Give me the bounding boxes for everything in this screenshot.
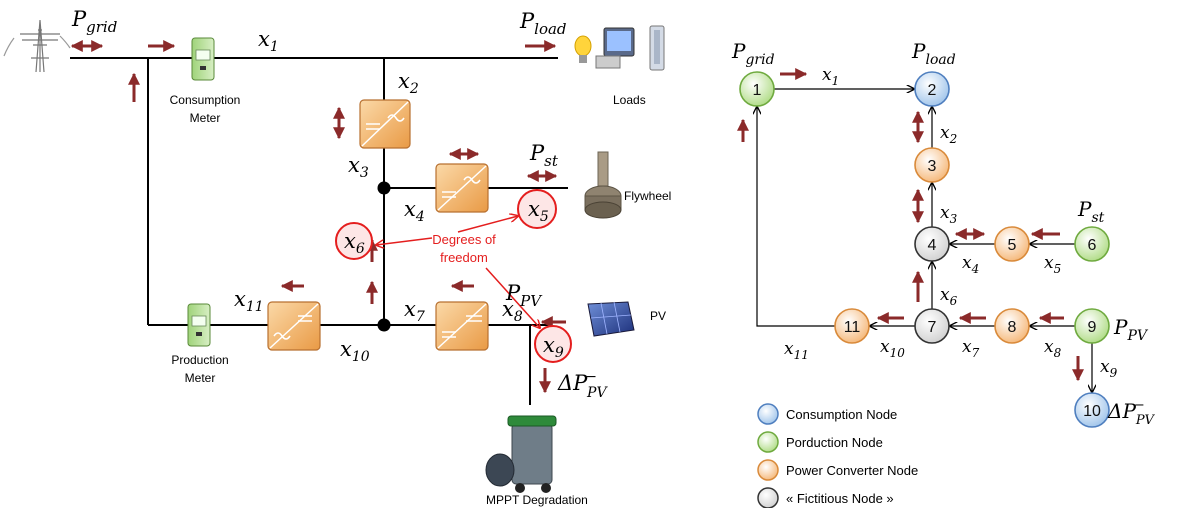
flow-label-x1: x1: [258, 27, 279, 55]
left-circuit-diagram: Pgrid Pload Pst PPV ΔP−PV x1 x2 x3 x4 x5 x6 x7…: [3, 7, 671, 507]
consumption-meter-icon: [191, 37, 215, 81]
p-st-label: Pst: [529, 141, 559, 170]
legend-item-consumption: Consumption Node: [757, 403, 897, 425]
graph-nodes: 1 2 3 4 5 6 7 8 9 10 11: [739, 71, 1110, 428]
edge-11-1: [757, 106, 835, 327]
pv-panel-icon: [587, 301, 635, 337]
flow-arrows-left: [70, 40, 566, 394]
graph-node-10: 10: [1074, 392, 1110, 428]
legend-swatch: [757, 431, 779, 453]
legend-label: Power Converter Node: [786, 463, 918, 478]
graph-node-label: 2: [928, 82, 937, 99]
legend-item-fictitious: « Fictitious Node »: [757, 487, 894, 508]
flow-variable-labels: x1 x2 x3 x4 x5 x6 x7 x8 x9 x10 x11: [234, 27, 564, 365]
graph-flow-label-x1: x1: [822, 65, 839, 88]
flow-label-x7: x7: [404, 297, 425, 325]
flow-label-x2: x2: [398, 69, 419, 97]
converter-box-x10: [267, 301, 321, 351]
graph-node-1: 1: [739, 71, 775, 107]
graph-node-4: 4: [914, 226, 950, 262]
graph-flow-label-x10: x10: [880, 337, 905, 360]
graph-node-11: 11: [834, 308, 870, 344]
p-pv-label: PPV: [505, 281, 543, 310]
waste-bin-icon: [485, 415, 557, 493]
flywheel-label: Flywheel: [624, 189, 671, 203]
flow-label-x3: x3: [348, 153, 369, 181]
legend-label: « Fictitious Node »: [786, 491, 894, 506]
node-delta-p-pv-label: ΔP−PV: [1107, 398, 1156, 428]
production-meter-icon: [187, 303, 211, 347]
graph-flow-label-x6: x6: [940, 285, 958, 308]
flow-label-x9: x9: [543, 333, 564, 361]
loads-icon: [574, 25, 665, 71]
legend-label: Consumption Node: [786, 407, 897, 422]
flow-label-x6: x6: [344, 229, 365, 257]
flow-label-x8: x8: [502, 297, 523, 325]
mppt-degradation-label: MPPT Degradation: [486, 493, 588, 507]
node-p-pv-label: PPV: [1113, 315, 1149, 344]
node-p-grid-label: Pgrid: [731, 39, 775, 68]
graph-node-6: 6: [1074, 226, 1110, 262]
legend-label: Porduction Node: [786, 435, 883, 450]
legend-swatch: [757, 403, 779, 425]
graph-node-7: 7: [914, 308, 950, 344]
graph-node-label: 4: [928, 237, 937, 254]
converter-box-storage: [435, 163, 489, 213]
graph-flow-label-x2: x2: [940, 123, 957, 146]
graph-node-9: 9: [1074, 308, 1110, 344]
flow-label-x5: x5: [528, 197, 549, 225]
flow-label-x4: x4: [404, 197, 425, 225]
graph-edges: [757, 89, 1092, 393]
graph-node-label: 11: [844, 319, 861, 336]
graph-flow-label-x7: x7: [962, 337, 980, 360]
legend-swatch: [757, 459, 779, 481]
graph-node-label: 8: [1008, 319, 1017, 336]
converter-box-x2: [359, 99, 411, 149]
graph-node-label: 5: [1008, 237, 1017, 254]
delta-p-pv-label: ΔP−PV: [557, 369, 608, 401]
pv-label: PV: [650, 309, 666, 323]
flow-arrows-right: [737, 68, 1084, 382]
graph-flow-label-x5: x5: [1044, 253, 1061, 276]
graph-flow-label-x8: x8: [1044, 337, 1062, 360]
flow-label-x10: x10: [340, 337, 370, 365]
flywheel-icon: [584, 151, 622, 219]
graph-flow-labels: x1 x2 x3 x4 x5 x6 x7 x8 x9 x10 x11: [784, 65, 1118, 380]
loads-label: Loads: [613, 93, 646, 107]
junction-dot: [377, 318, 391, 332]
graph-flow-label-x9: x9: [1100, 357, 1118, 380]
graph-node-label: 9: [1088, 319, 1097, 336]
graph-flow-label-x4: x4: [962, 253, 979, 276]
graph-node-label: 10: [1083, 403, 1101, 420]
node-p-load-label: Pload: [911, 39, 956, 68]
graph-node-2: 2: [914, 71, 950, 107]
right-graph-diagram: 1 2 3 4 5 6 7 8 9 10 11 x1 x2 x3 x4 x5 x6 x7 x8 x9 x10 x11 P…: [731, 39, 1156, 508]
flow-label-x11: x11: [234, 287, 264, 315]
power-pylon-icon: [3, 19, 71, 73]
legend-item-converter: Power Converter Node: [757, 459, 918, 481]
graph-node-label: 7: [928, 319, 937, 336]
graph-node-5: 5: [994, 226, 1030, 262]
graph-node-label: 1: [753, 82, 762, 99]
graph-node-8: 8: [994, 308, 1030, 344]
node-p-st-label: Pst: [1077, 197, 1105, 226]
legend-item-production: Porduction Node: [757, 431, 883, 453]
graph-node-label: 6: [1088, 237, 1097, 254]
graph-flow-label-x3: x3: [940, 203, 958, 226]
p-load-label: Pload: [519, 9, 567, 38]
degrees-of-freedom-markers: [335, 189, 572, 363]
graph-node-label: 3: [928, 158, 937, 175]
graph-node-3: 3: [914, 147, 950, 183]
legend-swatch: [757, 487, 779, 508]
graph-flow-label-x11: x11: [784, 339, 809, 362]
p-grid-label: Pgrid: [71, 7, 117, 36]
converter-box-pv: [435, 301, 489, 351]
junction-dot: [377, 181, 391, 195]
